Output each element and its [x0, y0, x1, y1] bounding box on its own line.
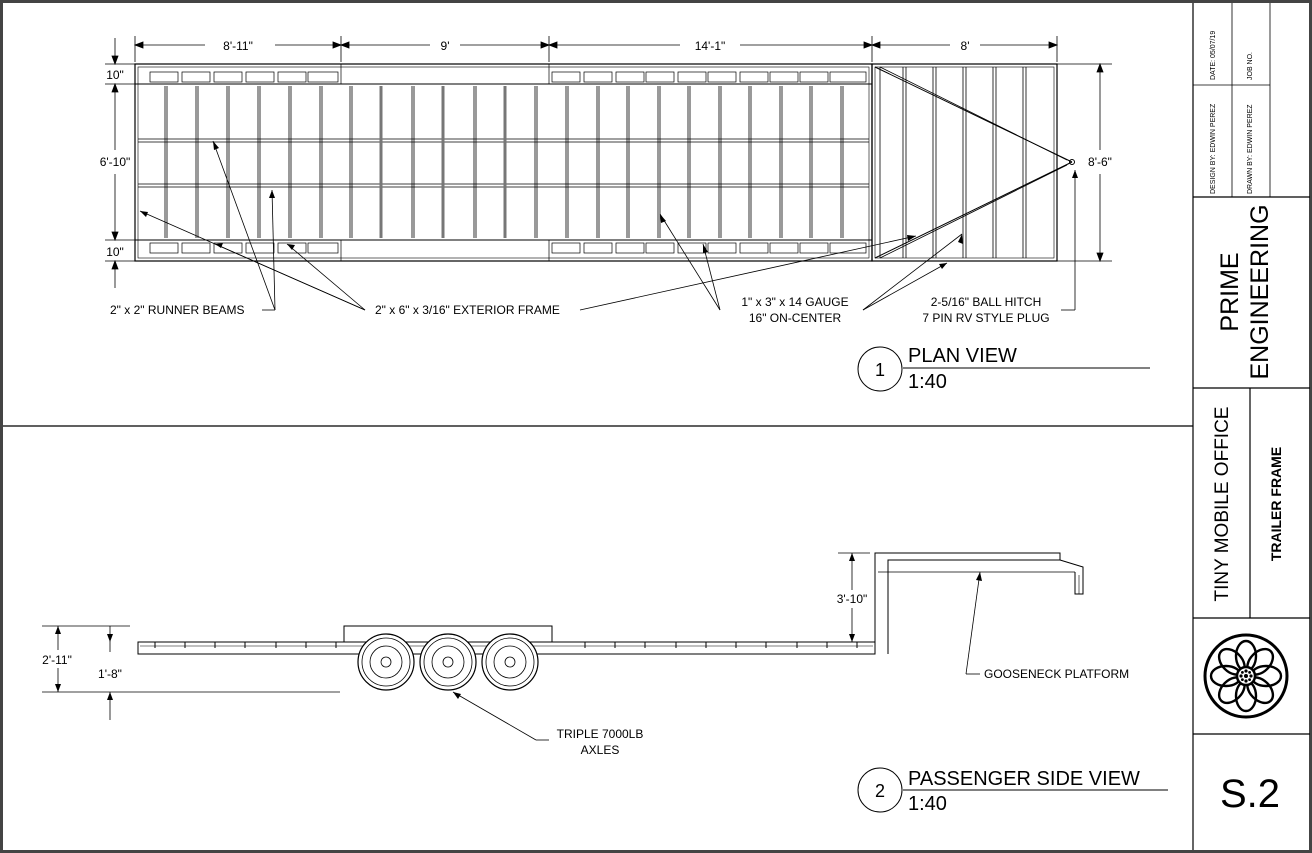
plan-top-dimensions — [133, 36, 1059, 62]
dim-overall-height: 2'-11" — [42, 653, 72, 667]
note-axles-line2: AXLES — [581, 743, 620, 757]
tb-project: TINY MOBILE OFFICE — [1212, 407, 1233, 602]
note-axles-line1: TRIPLE 7000LB — [557, 727, 644, 741]
dim-gooseneck-height: 3'-10" — [837, 592, 868, 606]
dim-deck-height: 1'-8" — [98, 667, 122, 681]
side-wheels — [357, 633, 539, 691]
plan-view-number: 1 — [875, 360, 885, 380]
dim-top-3: 14'-1" — [695, 39, 726, 53]
dim-top-4: 8' — [961, 39, 970, 53]
note-gauge-line1: 1" x 3" x 14 GAUGE — [741, 295, 848, 309]
tb-sheet-number: S.2 — [1220, 772, 1280, 816]
plan-leaders — [139, 140, 1078, 311]
tb-company-line1: PRIME — [1216, 252, 1244, 331]
side-view-scale: 1:40 — [908, 793, 947, 815]
tb-company-line2: ENGINEERING — [1246, 204, 1274, 379]
tb-sheet-title: TRAILER FRAME — [1268, 447, 1284, 561]
side-view: 2'-11" 1'-8" 3'-10" GOOSENECK PLATFORM T… — [42, 552, 1168, 815]
side-dimensions — [42, 552, 870, 720]
dim-top-1: 8'-11" — [223, 39, 253, 53]
dim-right-width: 8'-6" — [1088, 155, 1112, 169]
dim-left-middle: 6'-10" — [100, 155, 131, 169]
side-view-number: 2 — [875, 781, 885, 801]
tb-date: DATE: 05/07/19 — [1210, 31, 1217, 80]
title-block: DATE: 05/07/19 JOB NO. DESIGN BY: EDWIN … — [1192, 3, 1310, 850]
tb-design-by: DESIGN BY: EDWIN PEREZ — [1210, 103, 1217, 194]
plan-view-title: PLAN VIEW — [908, 345, 1017, 367]
tb-drawn-by: DRAWN BY: EDWIN PEREZ — [1247, 104, 1254, 194]
side-view-title: PASSENGER SIDE VIEW — [908, 768, 1140, 790]
note-hitch-line2: 7 PIN RV STYLE PLUG — [922, 311, 1049, 325]
lotus-flower-icon — [1203, 633, 1289, 719]
wheel-1 — [357, 633, 415, 691]
plan-frame — [134, 63, 873, 262]
plan-left-dimensions — [105, 38, 135, 288]
wheel-3 — [481, 633, 539, 691]
wheel-2 — [419, 633, 477, 691]
plan-view-tag: 1 PLAN VIEW 1:40 — [857, 345, 1150, 393]
note-hitch-line1: 2-5/16" BALL HITCH — [931, 295, 1042, 309]
note-exterior-frame: 2" x 6" x 3/16" EXTERIOR FRAME — [375, 303, 560, 317]
plan-view: 8'-11" 9' 14'-1" 8' 10" 6'-10" 10" — [96, 36, 1150, 393]
note-gauge-line2: 16" ON-CENTER — [749, 311, 842, 325]
note-runner-beams: 2" x 2" RUNNER BEAMS — [110, 303, 245, 317]
side-trailer — [137, 552, 1084, 655]
side-view-tag: 2 PASSENGER SIDE VIEW 1:40 — [857, 767, 1168, 815]
dim-left-top: 10" — [106, 68, 124, 82]
plan-right-dimension — [1057, 62, 1112, 263]
side-leaders — [452, 571, 982, 741]
dim-top-2: 9' — [441, 39, 450, 53]
tb-job-no: JOB NO. — [1247, 52, 1254, 80]
plan-view-scale: 1:40 — [908, 371, 947, 393]
dim-left-bottom: 10" — [106, 245, 124, 259]
note-gooseneck-platform: GOOSENECK PLATFORM — [984, 667, 1129, 681]
plan-gooseneck — [871, 63, 1075, 262]
